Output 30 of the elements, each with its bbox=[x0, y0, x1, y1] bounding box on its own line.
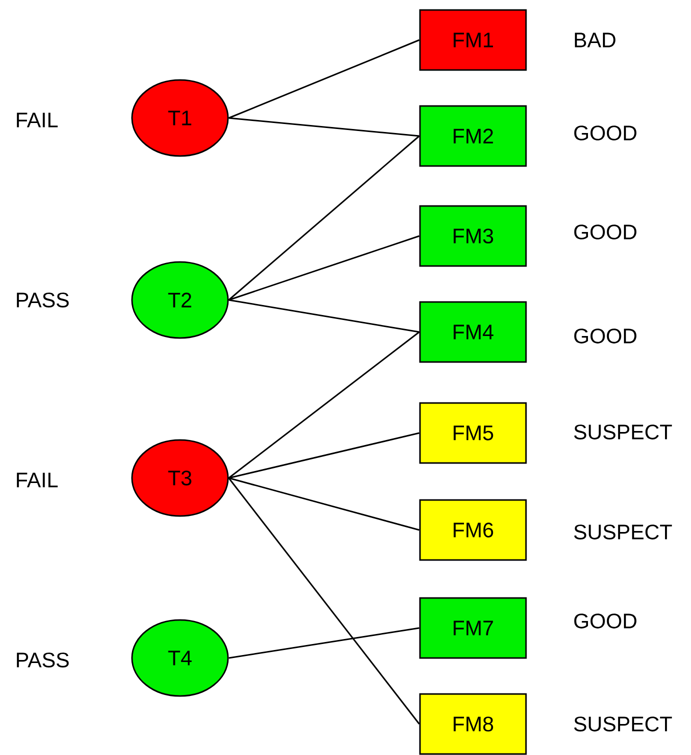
failure-mode-box: FM2 bbox=[419, 105, 527, 167]
connector-line bbox=[228, 477, 420, 531]
failure-mode-box: FM3 bbox=[419, 205, 527, 267]
status-label: GOOD bbox=[574, 328, 636, 344]
status-label: SUSPECT bbox=[574, 524, 672, 540]
status-label: PASS bbox=[16, 652, 69, 668]
status-label: GOOD bbox=[574, 126, 636, 140]
connector-line bbox=[228, 432, 420, 479]
connector-line bbox=[228, 135, 420, 301]
connector-line bbox=[228, 117, 420, 137]
status-label: SUSPECT bbox=[574, 716, 672, 732]
status-label: SUSPECT bbox=[574, 424, 672, 440]
status-label: BAD bbox=[574, 32, 616, 48]
failure-mode-box: FM4 bbox=[419, 301, 527, 363]
connector-line bbox=[228, 627, 420, 659]
failure-mode-box: FM1 bbox=[419, 9, 527, 71]
connector-line bbox=[228, 478, 420, 724]
connector-line bbox=[228, 235, 420, 301]
status-label: FAIL bbox=[16, 472, 58, 488]
status-label: FAIL bbox=[16, 112, 58, 128]
connector-line bbox=[228, 39, 420, 119]
failure-mode-box: FM7 bbox=[419, 597, 527, 659]
failure-mode-box: FM8 bbox=[419, 693, 527, 755]
status-label: GOOD bbox=[574, 224, 636, 240]
failure-mode-box: FM6 bbox=[419, 499, 527, 561]
connector-line bbox=[228, 331, 420, 479]
status-label: GOOD bbox=[574, 614, 636, 628]
connector-line bbox=[228, 299, 420, 333]
failure-mode-box: FM5 bbox=[419, 402, 527, 464]
status-label: PASS bbox=[16, 292, 69, 308]
